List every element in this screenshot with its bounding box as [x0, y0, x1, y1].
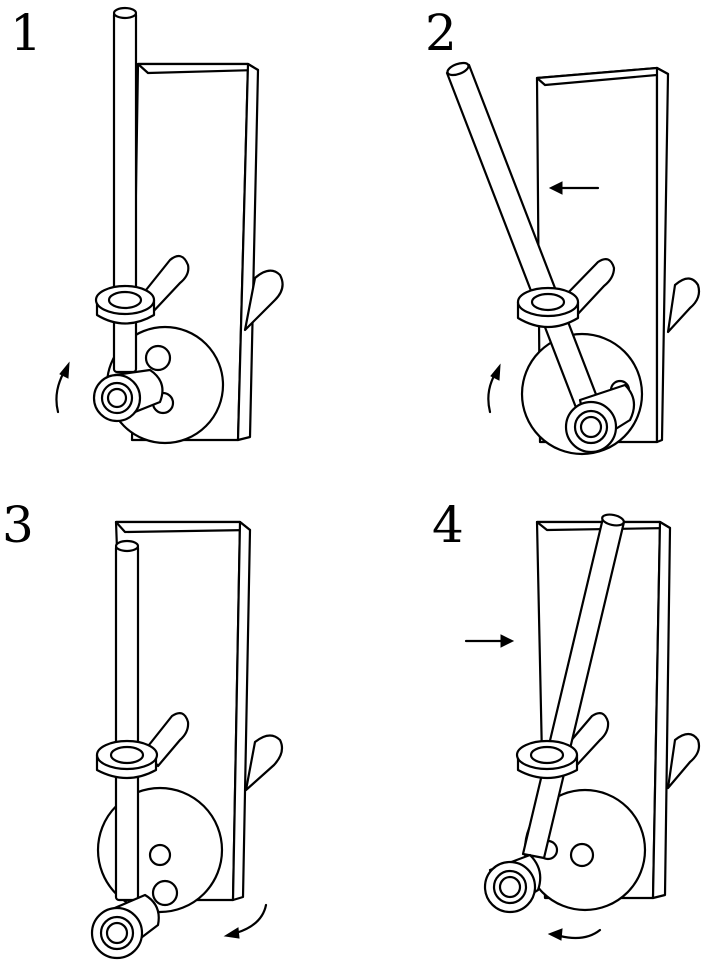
rotation-arrow-left: [547, 928, 602, 941]
step-4-number: 4: [432, 496, 464, 554]
guide-ring: [95, 739, 159, 780]
panel-1: [55, 6, 284, 445]
rotation-arrow-up: [55, 361, 70, 414]
guide-ring: [515, 739, 579, 780]
roller: [483, 853, 542, 914]
push-arrow-right: [464, 634, 515, 648]
step-2-number: 2: [425, 4, 457, 62]
step-3-number: 3: [2, 496, 34, 554]
panel-4: [464, 513, 701, 941]
vertical-rod: [112, 6, 138, 374]
rotation-arrow-down: [223, 903, 268, 939]
rotation-arrow-up: [487, 363, 501, 414]
guide-ring: [516, 286, 580, 328]
panel-3: [90, 520, 284, 960]
roller: [90, 893, 160, 960]
panel-2: [445, 61, 701, 456]
step-1-number: 1: [10, 4, 42, 62]
roller: [92, 368, 164, 423]
vertical-rod: [114, 539, 140, 902]
guide-ring: [94, 284, 156, 325]
push-arrow-left: [548, 181, 600, 195]
roller: [564, 383, 636, 454]
